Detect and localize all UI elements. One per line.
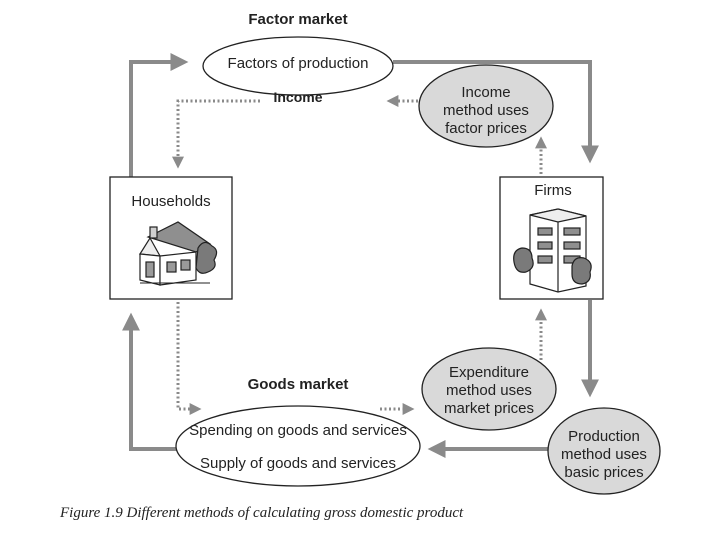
office-building-icon [513,208,592,293]
income-label: Income [273,89,322,105]
production-method-ellipse [547,407,661,495]
supply-label: Supply of goods and services [200,455,396,472]
arrow-households-to-factor-market [129,53,189,177]
production-method-line-1: Production [568,428,640,445]
factor-market-title: Factor market [248,11,347,28]
households-label: Households [131,193,210,210]
income-method-line-3: factor prices [445,120,527,137]
income-method-line-2: method uses [443,102,529,119]
production-method-line-2: method uses [561,446,647,463]
factors-of-production-ellipse [202,36,394,96]
firms-label: Firms [534,182,572,199]
dotted-flow-arrows [172,95,547,415]
income-method-line-1: Income [461,84,510,101]
goods-market-title: Goods market [248,376,349,393]
income-method-ellipse [418,64,554,148]
solid-flow-arrows [122,53,599,458]
expenditure-method-line-3: market prices [444,400,534,417]
arrow-goods-market-to-households [122,312,178,451]
expenditure-method-line-1: Expenditure [449,364,529,381]
arrow-factor-market-to-firms [393,60,599,164]
house-icon [138,221,218,286]
expenditure-method-line-2: method uses [446,382,532,399]
expenditure-method-ellipse [421,347,557,431]
factors-of-production-label: Factors of production [228,55,369,72]
figure-caption: Figure 1.9 Different methods of calculat… [59,505,464,521]
arrow-households-to-goods-market [176,302,202,415]
goods-market-ellipse [175,405,421,487]
arrow-income-to-households [172,99,260,169]
spending-label: Spending on goods and services [189,422,407,439]
production-method-line-3: basic prices [564,464,643,481]
